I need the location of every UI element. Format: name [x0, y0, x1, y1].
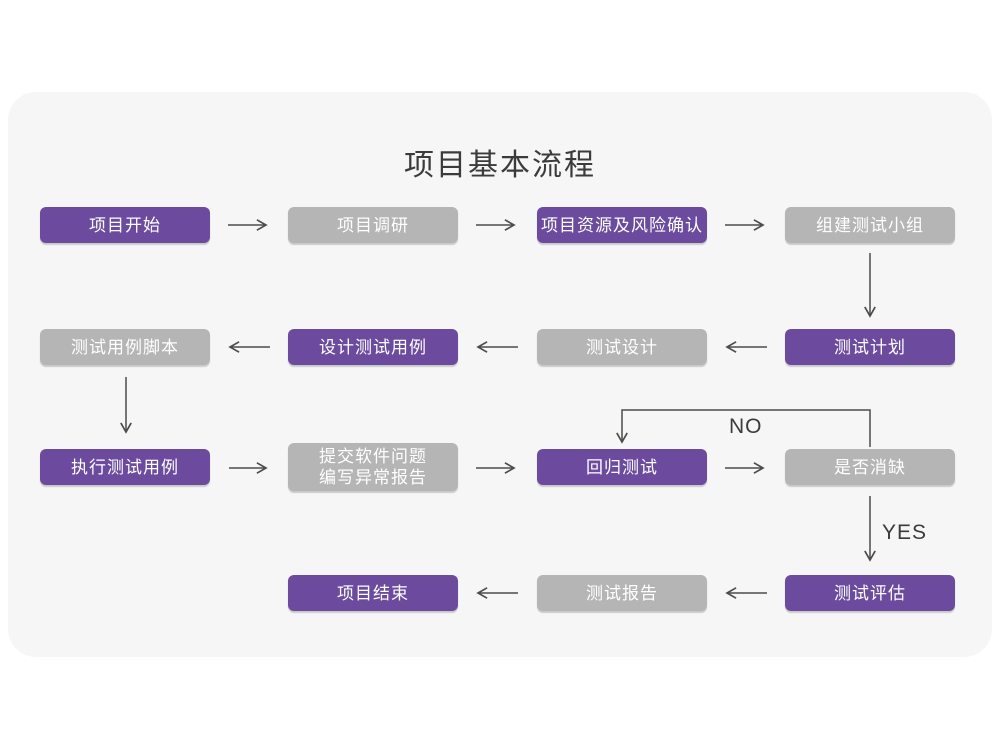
no-branch-label: NO — [729, 415, 763, 438]
flow-node-design-test-cases: 设计测试用例 — [288, 329, 458, 365]
flow-node-test-evaluation: 测试评估 — [785, 575, 955, 611]
flow-node-regression-test: 回归测试 — [537, 449, 707, 485]
page-title: 项目基本流程 — [404, 149, 596, 182]
yes-branch-label: YES — [882, 521, 928, 544]
flow-node-execute-test-cases: 执行测试用例 — [40, 449, 210, 485]
flow-node-project-start: 项目开始 — [40, 207, 210, 243]
flowchart-card — [8, 92, 992, 657]
flow-node-resource-risk-confirm: 项目资源及风险确认 — [537, 207, 707, 243]
flow-node-build-test-team: 组建测试小组 — [785, 207, 955, 243]
flow-node-test-report: 测试报告 — [537, 575, 707, 611]
flow-node-test-plan: 测试计划 — [785, 329, 955, 365]
flow-node-project-research: 项目调研 — [288, 207, 458, 243]
flow-node-test-case-script: 测试用例脚本 — [40, 329, 210, 365]
flow-node-submit-issue-report: 提交软件问题 编写异常报告 — [288, 443, 458, 491]
flow-node-defect-cleared: 是否消缺 — [785, 449, 955, 485]
flow-node-test-design: 测试设计 — [537, 329, 707, 365]
flow-node-project-end: 项目结束 — [288, 575, 458, 611]
